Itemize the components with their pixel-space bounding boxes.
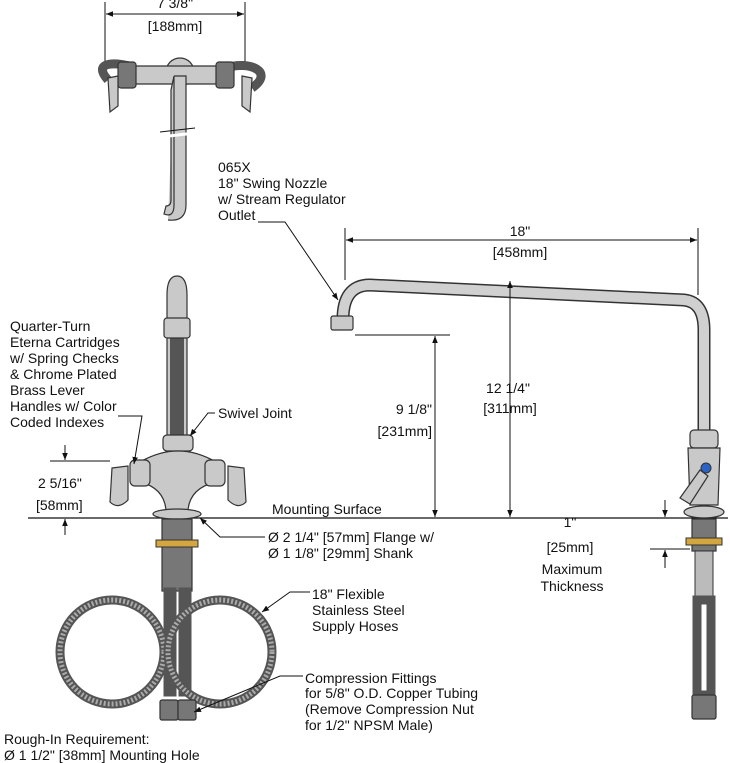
svg-text:Handles w/ Color: Handles w/ Color [10,398,117,414]
reach-mm: [458mm] [493,244,547,260]
svg-text:Rough-In Requirement:: Rough-In Requirement: [4,731,150,747]
handle-height-in: 2 5/16" [38,475,82,491]
svg-text:Outlet: Outlet [218,207,255,223]
swivel-joint-label: Swivel Joint [218,405,292,421]
thickness-label-2: Thickness [540,578,603,594]
svg-text:18" Flexible: 18" Flexible [312,586,385,602]
spout-height-mm: [311mm] [483,400,536,416]
color-index [700,462,712,474]
swivel-joint [162,434,194,452]
svg-text:for 5/8" O.D. Copper Tubing: for 5/8" O.D. Copper Tubing [305,685,478,701]
top-view [97,2,266,221]
outlet-height-in: 9 1/8" [396,401,432,417]
hose-callout: 18" Flexible Stainless Steel Supply Hose… [312,586,405,634]
reach-in: 18" [510,223,531,239]
svg-text:065X: 065X [218,159,251,175]
mounting-surface-label: Mounting Surface [272,501,382,517]
shank [161,518,193,592]
svg-text:for 1/2" NPSM Male): for 1/2" NPSM Male) [305,717,433,733]
svg-text:Quarter-Turn: Quarter-Turn [10,318,90,334]
stream-regulator-outlet [330,315,354,331]
thickness-label-1: Maximum [542,561,603,577]
svg-text:18" Swing Nozzle: 18" Swing Nozzle [218,175,327,191]
flange-callout: Ø 2 1/4" [57mm] Flange w/ Ø 1 1/8" [29mm… [268,529,434,561]
top-left-handle [117,61,137,89]
top-spout [163,75,187,221]
thickness-in: 1" [564,514,577,530]
svg-text:Coded Indexes: Coded Indexes [10,414,104,430]
flange [152,508,202,520]
svg-text:Stainless Steel: Stainless Steel [312,602,405,618]
svg-text:Supply Hoses: Supply Hoses [312,618,398,634]
svg-text:& Chrome Plated: & Chrome Plated [10,366,117,382]
front-view-faucet [55,275,277,721]
svg-text:(Remove Compression Nut: (Remove Compression Nut [305,701,474,717]
svg-text:Eterna Cartridges: Eterna Cartridges [10,334,120,350]
nozzle-callout: 065X 18" Swing Nozzle w/ Stream Regulato… [217,159,346,223]
compression-callout: Compression Fittings for 5/8" O.D. Coppe… [305,670,478,733]
svg-text:w/ Spring Checks: w/ Spring Checks [9,350,119,366]
handle-height-mm: [58mm] [36,497,83,513]
svg-text:Ø 1 1/2" [38mm] Mounting Hole: Ø 1 1/2" [38mm] Mounting Hole [4,747,200,763]
faucet-body [139,450,217,511]
compression-fitting [159,699,179,721]
left-lever-handle [109,465,129,507]
top-width-mm: [188mm] [148,18,202,34]
top-width-in: 7 3/8" [157,0,193,11]
thickness-mm: [25mm] [547,539,594,555]
svg-text:w/ Stream Regulator: w/ Stream Regulator [217,191,346,207]
outlet-height-mm: [231mm] [378,423,432,439]
svg-text:Brass Lever: Brass Lever [10,382,85,398]
spout-height-in: 12 1/4" [486,380,530,396]
rough-in-requirement: Rough-In Requirement: Ø 1 1/2" [38mm] Mo… [4,731,200,763]
right-lever-handle [227,465,247,507]
side-lever-handle [679,469,709,505]
cartridge-callout: Quarter-Turn Eterna Cartridges w/ Spring… [9,318,120,430]
svg-text:Ø 2 1/4" [57mm] Flange w/: Ø 2 1/4" [57mm] Flange w/ [268,529,434,545]
side-view-faucet [330,278,725,720]
top-right-handle [215,61,235,89]
svg-text:Ø 1 1/8" [29mm] Shank: Ø 1 1/8" [29mm] Shank [268,545,414,561]
svg-text:Compression Fittings: Compression Fittings [305,670,437,686]
